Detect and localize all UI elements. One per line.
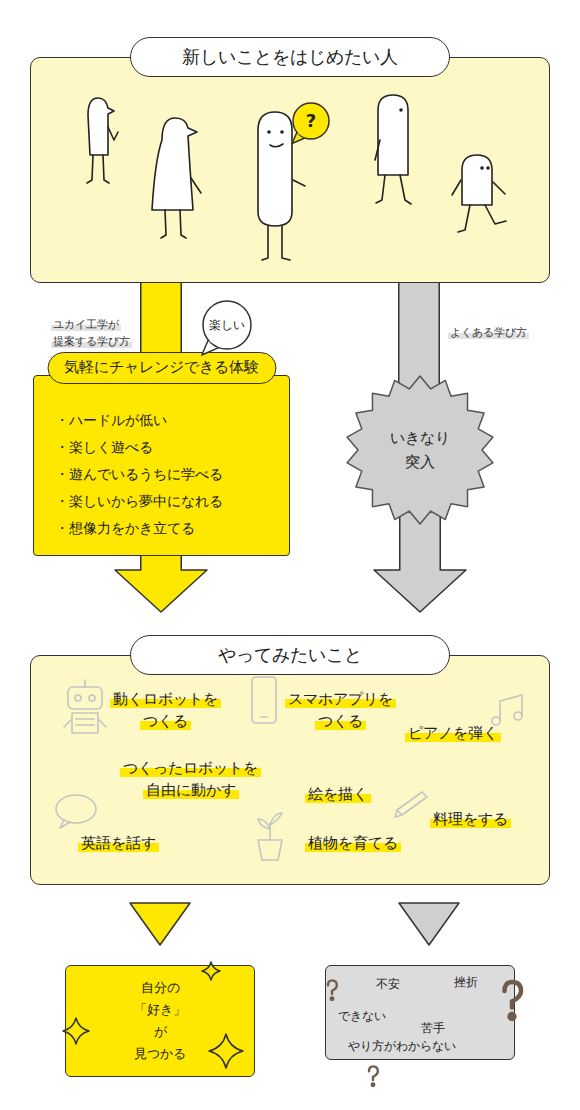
- heading-pill: 新しいことをはじめたい人: [130, 37, 450, 77]
- worry-word: できない: [338, 1008, 386, 1024]
- edge-label-text: ユカイ工学が 提案する学び方: [51, 318, 132, 348]
- block-arrow: [374, 510, 466, 612]
- highlighted-text: ピアノを弾く: [405, 724, 501, 742]
- approach-box: 気軽にチャレンジできる体験・ハードルが低い・楽しく遊べる・遊んでいるうちに学べる…: [33, 352, 290, 556]
- bullet-text: ・想像力をかき立てる: [55, 518, 195, 538]
- highlighted-text: 絵を描く: [305, 785, 371, 803]
- item-wrap: つくったロボットを 自由に動かす: [120, 757, 261, 801]
- bubble-text: ?: [306, 110, 316, 132]
- item-wrap: 料理をする: [430, 808, 511, 830]
- bullet-text: ・楽しく遊べる: [55, 437, 153, 457]
- heading-pill: やってみたいこと: [130, 635, 450, 675]
- item-wrap: 英語を話す: [78, 832, 159, 854]
- heading-pill: 気軽にチャレンジできる体験: [47, 352, 276, 384]
- worry-word: 苦手: [421, 1020, 445, 1036]
- question-bubble: ?: [292, 102, 330, 140]
- edge-label: ユカイ工学が 提案する学び方: [51, 316, 132, 350]
- highlighted-text: 動くロボットを つくる: [110, 690, 221, 730]
- speech-bubble: 楽しい: [201, 300, 253, 350]
- item-wrap: ピアノを弾く: [405, 722, 501, 744]
- worry-word: 挫折: [454, 974, 478, 990]
- item-wrap: 絵を描く: [305, 783, 371, 805]
- item-wrap: スマホアプリを つくる: [285, 688, 396, 732]
- highlighted-text: 植物を育てる: [305, 834, 401, 852]
- item-wrap: 植物を育てる: [305, 832, 401, 854]
- highlighted-text: スマホアプリを つくる: [285, 690, 396, 730]
- burst-text: いきなり 突入: [390, 426, 450, 474]
- burst-outline: [345, 375, 495, 525]
- goals-panel: やってみたいこと動くロボットを つくる スマホアプリを つくるピアノを弾くつくった…: [30, 635, 550, 885]
- result-box: 自分の「好き」が 見つかる: [65, 965, 255, 1077]
- edge-label-text: よくある学び方: [448, 326, 529, 339]
- highlighted-text: 料理をする: [430, 810, 511, 828]
- block-arrow: [399, 903, 459, 945]
- bubble-text: 楽しい: [209, 317, 245, 333]
- block-arrow: [130, 903, 190, 945]
- bullet-text: ・楽しいから夢中になれる: [55, 491, 223, 511]
- start-panel: ? 新しいことをはじめたい人: [30, 37, 550, 283]
- item-wrap: 動くロボットを つくる: [110, 688, 221, 732]
- worry-word: 不安: [376, 976, 400, 992]
- bullet-text: ・ハードルが低い: [55, 410, 167, 430]
- edge-label: よくある学び方: [448, 324, 529, 341]
- worry-word: やり方がわからない: [348, 1038, 456, 1054]
- block-arrow: [115, 554, 207, 612]
- burst-shape: いきなり 突入: [345, 375, 495, 525]
- highlighted-text: 英語を話す: [78, 834, 159, 852]
- worry-box: 不安 挫折できない苦手やり方がわからない: [325, 965, 515, 1060]
- bullet-text: ・遊んでいるうちに学べる: [55, 464, 223, 484]
- result-text: 自分の「好き」が 見つかる: [134, 977, 186, 1065]
- highlighted-text: つくったロボットを 自由に動かす: [120, 759, 261, 799]
